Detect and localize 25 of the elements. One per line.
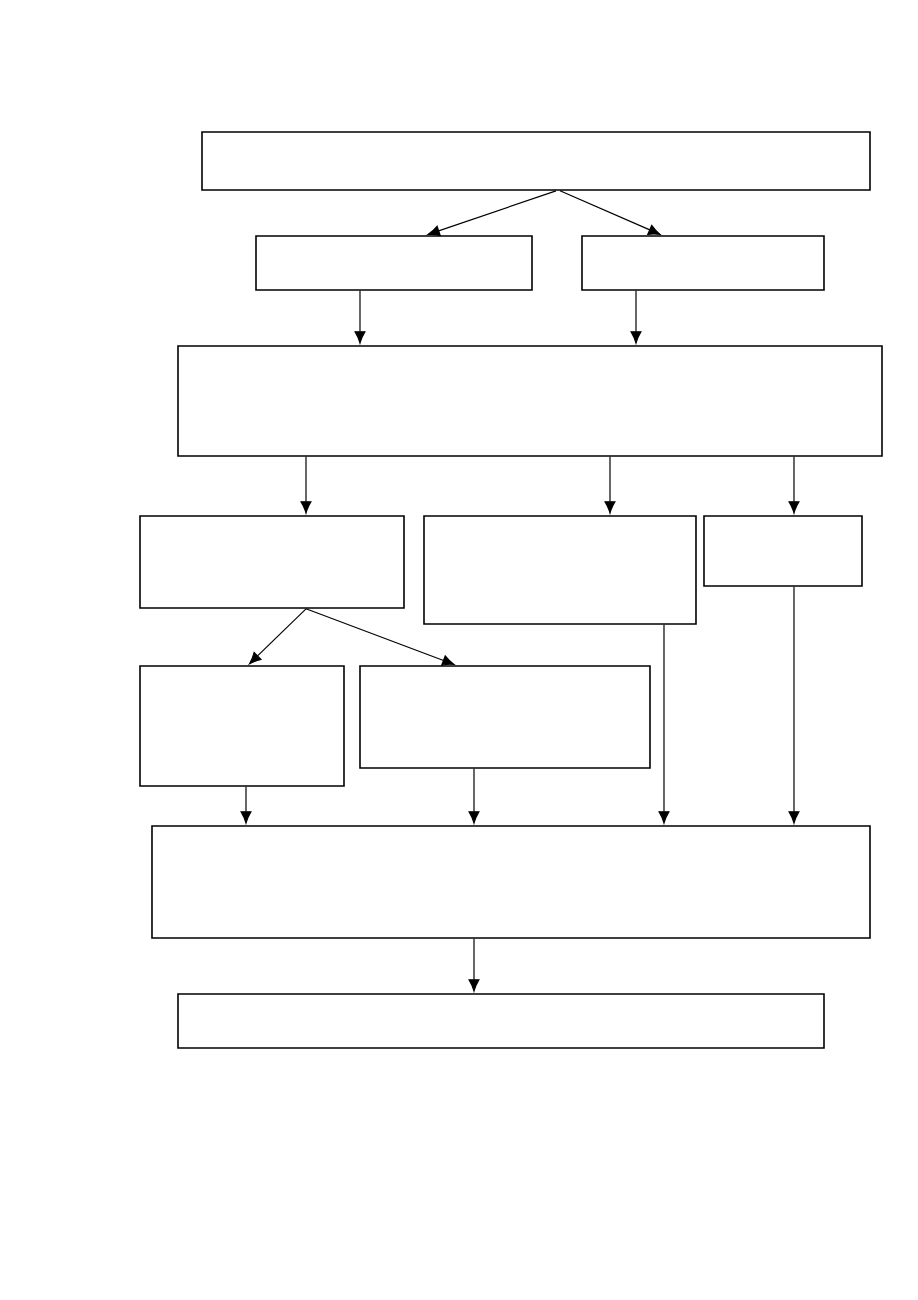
arrow (630, 290, 642, 344)
arrow (248, 608, 307, 665)
arrow (788, 456, 800, 514)
arrow (300, 456, 312, 514)
process-box (177, 345, 883, 457)
process-box (151, 825, 871, 939)
arrow (305, 608, 455, 666)
process-box (139, 515, 405, 609)
process-box (359, 665, 651, 769)
arrow (354, 290, 366, 344)
process-box (139, 665, 345, 787)
process-box (201, 131, 871, 191)
arrow (468, 768, 480, 824)
arrow (427, 190, 557, 237)
process-box (255, 235, 533, 291)
process-box (423, 515, 697, 625)
process-box (581, 235, 825, 291)
process-box (177, 993, 825, 1049)
arrow (468, 938, 480, 992)
process-box (703, 515, 863, 587)
arrow (604, 456, 616, 514)
arrow (559, 190, 661, 235)
arrow (658, 624, 670, 824)
arrow (240, 786, 252, 824)
arrow (788, 586, 800, 824)
